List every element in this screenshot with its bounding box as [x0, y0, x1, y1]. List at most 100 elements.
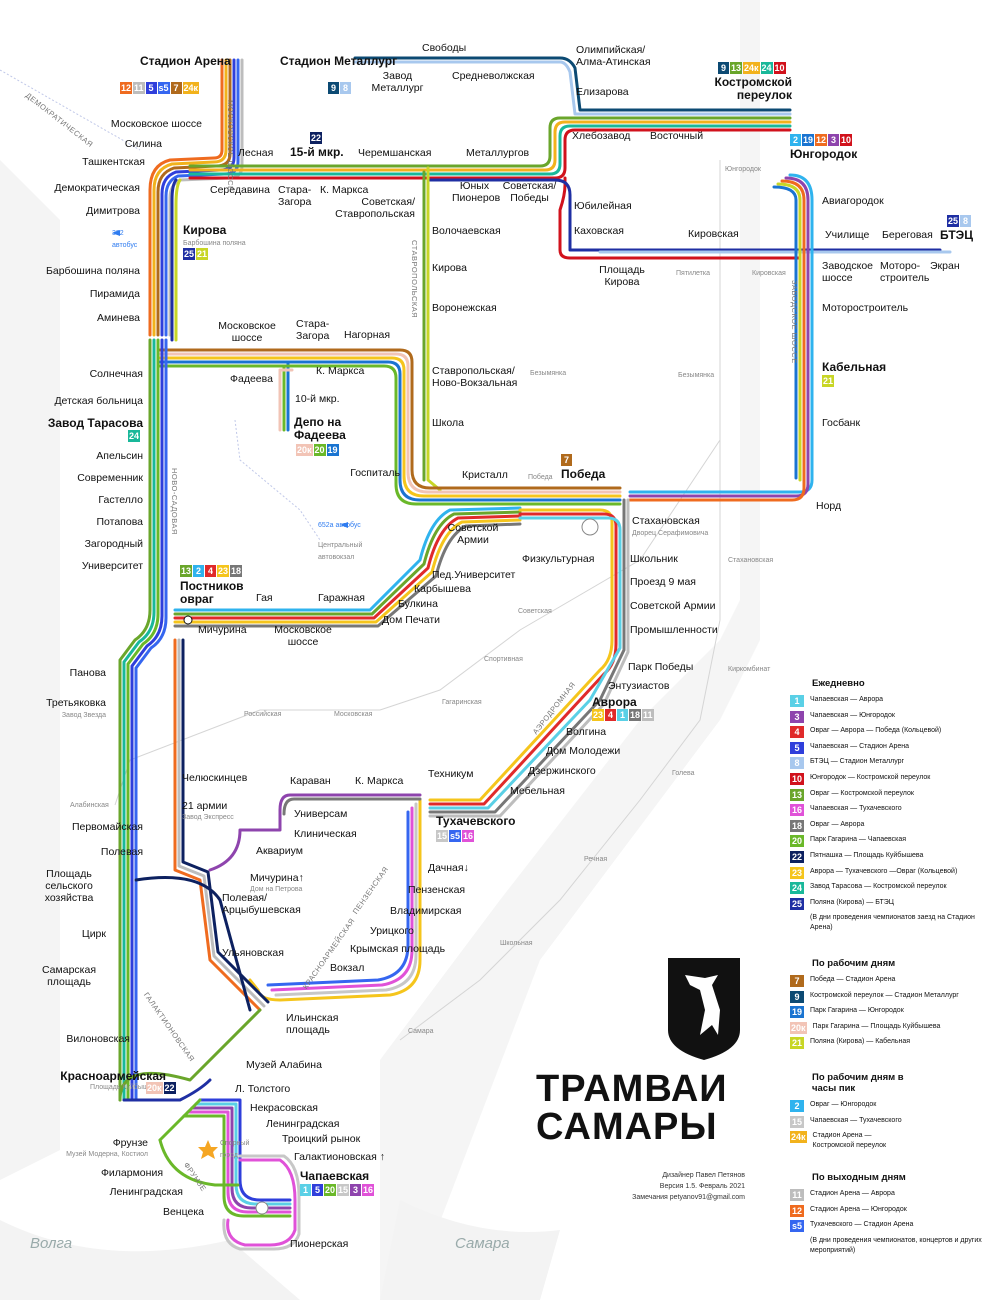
station-gospital[interactable]: Госпиталь — [350, 467, 400, 479]
station-proezd-9-maya[interactable]: Проезд 9 мая — [630, 576, 696, 588]
station-shkolnik[interactable]: Школьник — [630, 553, 678, 565]
station-mebelnaya[interactable]: Мебельная — [510, 785, 565, 797]
station-elizarova[interactable]: Елизарова — [576, 86, 629, 98]
station-nekrasovskaya[interactable]: Некрасовская — [250, 1102, 318, 1114]
station-tukhachevskogo[interactable]: Тухачевского — [436, 814, 516, 828]
station-potapova[interactable]: Потапова — [96, 516, 143, 528]
station-k-marksa-3[interactable]: К. Маркса — [355, 775, 404, 787]
station-pervomayskaya[interactable]: Первомайская — [71, 821, 143, 833]
station-park-pobedy[interactable]: Парк Победы — [628, 661, 694, 673]
station-galaktionovskaya[interactable]: Галактионовская ↑ — [294, 1151, 385, 1163]
station-btec[interactable]: БТЭЦ — [940, 228, 973, 242]
station-polevaya-artsybushevskaya[interactable]: Полевая/ Арцыбушевская — [222, 892, 301, 916]
station-krasnoarmeyskaya[interactable]: Красноармейская — [60, 1069, 166, 1083]
station-nagornaya[interactable]: Нагорная — [344, 329, 391, 341]
station-stadion-metallurg[interactable]: Стадион Металлург — [280, 54, 398, 68]
station-pionerskaya[interactable]: Пионерская — [290, 1238, 349, 1250]
station-ped-universitet[interactable]: Пед.Университет — [432, 569, 516, 581]
station-10-mkr[interactable]: 10-й мкр. — [295, 393, 340, 405]
station-tsirk[interactable]: Цирк — [81, 928, 106, 940]
station-kirovskaya[interactable]: Кировская — [688, 228, 739, 240]
station-piramida[interactable]: Пирамида — [89, 288, 140, 300]
station-olimpiyskaya[interactable]: Олимпийская/ Алма-Атинская — [576, 44, 651, 68]
station-troitsky-rynok[interactable]: Троицкий рынок — [282, 1133, 361, 1145]
station-kirova-2[interactable]: Кирова — [432, 262, 467, 274]
station-stadion-arena[interactable]: Стадион Арена — [140, 54, 231, 68]
station-moskovskoe-shosse-top[interactable]: Московское шоссе — [110, 118, 202, 130]
station-filarmoniya[interactable]: Филармония — [100, 1167, 163, 1179]
station-seredavina[interactable]: Середавина — [210, 184, 270, 196]
station-kristall[interactable]: Кристалл — [462, 469, 508, 481]
station-samarskaya-ploshchad[interactable]: Самарская площадь — [41, 964, 97, 988]
station-tashkentskaya[interactable]: Ташкентская — [82, 156, 145, 168]
station-klinicheskaya[interactable]: Клиническая — [294, 828, 357, 840]
station-muzey-alabina[interactable]: Музей Алабина — [246, 1059, 322, 1071]
station-fizkulturnaya[interactable]: Физкультурная — [522, 553, 595, 565]
station-srednevolzhskaya[interactable]: Средневолжская — [452, 70, 535, 82]
station-volgina[interactable]: Волгина — [566, 726, 607, 738]
station-pobeda[interactable]: Победа — [561, 467, 606, 481]
station-ploshchad-kirova[interactable]: Площадь Кирова — [599, 264, 645, 288]
station-yubileynaya[interactable]: Юбилейная — [574, 200, 632, 212]
station-karbysheva[interactable]: Карбышева — [414, 583, 471, 595]
station-dom-molodezhi[interactable]: Дом Молодежи — [546, 745, 621, 757]
station-sovetskoy-armii[interactable]: Советской Армии — [447, 522, 499, 546]
station-depo-fadeeva[interactable]: Депо на Фадеева — [294, 415, 346, 442]
station-dachnaya[interactable]: Дачная↓ — [428, 862, 469, 874]
station-penzenskaya[interactable]: Пензенская — [408, 884, 466, 896]
station-bulkina[interactable]: Булкина — [398, 598, 438, 610]
station-leningradskaya-2[interactable]: Ленинградская — [109, 1186, 183, 1198]
station-solnechnaya[interactable]: Солнечная — [89, 368, 143, 380]
station-aviagorodok[interactable]: Авиагородок — [822, 195, 884, 207]
station-garazhnaya[interactable]: Гаражная — [318, 592, 365, 604]
station-zavodskoe-shosse[interactable]: Заводское шоссе — [822, 260, 874, 284]
station-vilonovskaya[interactable]: Вилоновская — [66, 1033, 130, 1045]
station-chelyuskintsev[interactable]: Челюскинцев — [182, 772, 248, 784]
station-gastello[interactable]: Гастелло — [98, 494, 143, 506]
station-k-marksa-1[interactable]: К. Маркса — [320, 184, 369, 196]
station-aminova[interactable]: Аминева — [96, 312, 140, 324]
station-gosbank[interactable]: Госбанк — [822, 417, 861, 429]
station-metallurgov[interactable]: Металлургов — [466, 147, 530, 159]
station-svobody[interactable]: Свободы — [422, 42, 467, 54]
station-volochaevskaya[interactable]: Волочаевская — [432, 225, 501, 237]
station-kabelnaya[interactable]: Кабельная — [822, 360, 887, 374]
station-gaya[interactable]: Гая — [256, 592, 273, 604]
station-vladimirskaya[interactable]: Владимирская — [390, 905, 462, 917]
station-sovetskoy-armii-2[interactable]: Советской Армии — [630, 600, 716, 612]
station-stara-zagora-1[interactable]: Стара- Загора — [278, 184, 312, 208]
station-voronezhskaya[interactable]: Воронежская — [432, 302, 497, 314]
station-sovremennik[interactable]: Современник — [77, 472, 143, 484]
station-michurina-2[interactable]: Мичурина↑ — [250, 872, 304, 884]
station-cheremshanskaya[interactable]: Черемшанская — [358, 147, 432, 159]
station-ventsek[interactable]: Венцека — [162, 1206, 204, 1218]
station-vokzal[interactable]: Вокзал — [330, 962, 365, 974]
station-uchilishche[interactable]: Училище — [825, 229, 870, 241]
station-uritskogo[interactable]: Урицкого — [370, 925, 414, 937]
station-frunze[interactable]: Фрунзе — [112, 1137, 148, 1149]
station-silina[interactable]: Силина — [124, 138, 162, 150]
station-zavod-metallurg[interactable]: Завод Металлург — [371, 70, 424, 94]
station-zagorodny[interactable]: Загородный — [84, 538, 143, 550]
station-fadeeva[interactable]: Фадеева — [230, 373, 273, 385]
station-motorostroitel[interactable]: Моторостроитель — [822, 302, 909, 314]
station-universam[interactable]: Универсам — [294, 808, 348, 820]
station-tekhnikum[interactable]: Техникум — [428, 768, 474, 780]
station-sovetskaya-stavropolskaya[interactable]: Советская/ Ставропольская — [335, 196, 415, 220]
station-akvarium[interactable]: Аквариум — [256, 845, 303, 857]
station-leningradskaya[interactable]: Ленинградская — [266, 1118, 340, 1130]
station-karavan[interactable]: Караван — [290, 775, 331, 787]
station-chapaevskaya[interactable]: Чапаевская — [300, 1169, 370, 1183]
station-stakhanovskaya[interactable]: Стахановская — [632, 515, 700, 527]
station-dom-pechati[interactable]: Дом Печати — [382, 614, 440, 626]
station-detskaya-bolnica[interactable]: Детская больница — [54, 395, 143, 407]
station-l-tolstogo[interactable]: Л. Толстого — [235, 1083, 291, 1095]
station-moskovskoe-shosse-2[interactable]: Московское шоссе — [218, 320, 276, 344]
station-postnikov-ovrag[interactable]: Постников овраг — [180, 579, 244, 606]
station-yungorodok[interactable]: Юнгородок — [790, 147, 858, 161]
station-ulyanovskaya[interactable]: Ульяновская — [222, 947, 284, 959]
station-vostochny[interactable]: Восточный — [650, 130, 704, 142]
station-polevaya[interactable]: Полевая — [100, 846, 143, 858]
station-ilinskaya[interactable]: Ильинская площадь — [286, 1012, 339, 1036]
station-stara-zagora-2[interactable]: Стара- Загора — [296, 318, 330, 342]
